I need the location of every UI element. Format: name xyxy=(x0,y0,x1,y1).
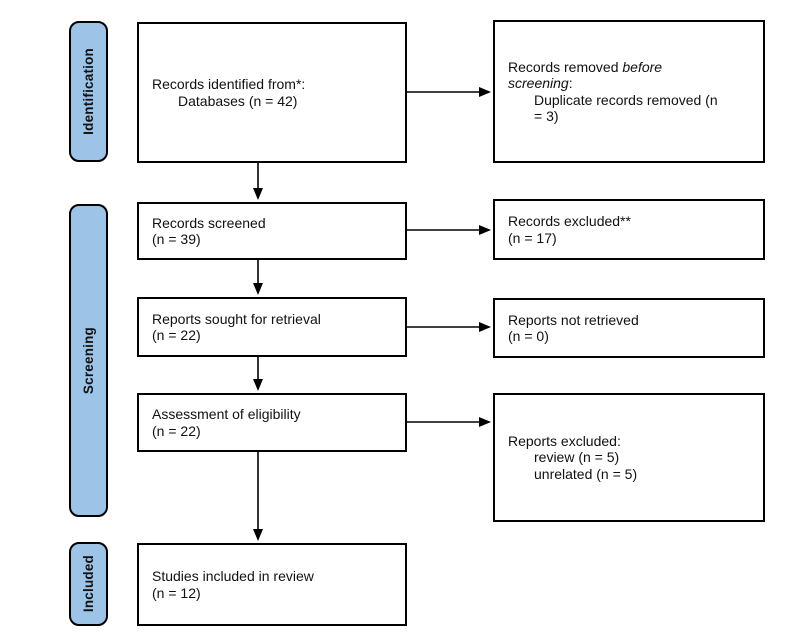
records-identified-line1: Records identified from*: xyxy=(152,76,306,92)
stage-identification-label: Identification xyxy=(81,48,96,135)
box-assessment-eligibility: Assessment of eligibility (n = 22) xyxy=(137,393,407,452)
records-removed-line4: = 3) xyxy=(534,108,559,124)
records-screened-line2: (n = 39) xyxy=(152,231,201,247)
reports-sought-line1: Reports sought for retrieval xyxy=(152,310,321,327)
box-records-excluded: Records excluded** (n = 17) xyxy=(493,199,765,260)
records-screened-line1: Records screened xyxy=(152,214,266,231)
box-reports-sought: Reports sought for retrieval (n = 22) xyxy=(137,297,407,357)
box-studies-included: Studies included in review (n = 12) xyxy=(137,543,407,626)
records-removed-line2: screening: xyxy=(508,75,755,92)
records-removed-line2-italic: screening xyxy=(508,75,569,91)
box-records-identified: Records identified from*: Databases (n =… xyxy=(137,22,407,163)
records-removed-line3: Duplicate records removed (n xyxy=(534,91,718,108)
stage-screening: Screening xyxy=(69,204,108,517)
records-removed-line1-italic: before xyxy=(622,58,663,75)
records-excluded-line1: Records excluded** xyxy=(508,213,631,229)
records-removed-line1-text: Records removed xyxy=(508,58,623,75)
box-records-screened: Records screened (n = 39) xyxy=(137,202,407,260)
stage-included: Included xyxy=(69,542,108,626)
records-identified-line2: Databases (n = 42) xyxy=(178,92,298,109)
box-reports-excluded: Reports excluded: review (n = 5) unrelat… xyxy=(493,393,765,522)
reports-excluded-line1: Reports excluded: xyxy=(508,432,621,449)
studies-included-line2: (n = 12) xyxy=(152,584,201,601)
reports-not-retrieved-line1: Reports not retrieved xyxy=(508,311,639,328)
reports-excluded-line3: unrelated (n = 5) xyxy=(534,465,638,482)
reports-excluded-line2: review (n = 5) xyxy=(534,449,620,466)
stage-included-label: Included xyxy=(81,555,96,613)
box-records-removed: Records removed before screening: Duplic… xyxy=(493,20,765,163)
assessment-eligibility-line2: (n = 22) xyxy=(152,422,201,439)
reports-not-retrieved-line2: (n = 0) xyxy=(508,328,549,344)
studies-included-line1: Studies included in review xyxy=(152,568,314,584)
records-excluded-line2: (n = 17) xyxy=(508,229,557,246)
records-removed-line2-text: : xyxy=(568,75,573,91)
stage-screening-label: Screening xyxy=(81,326,96,395)
records-removed-line1: Records removed before xyxy=(508,59,755,76)
reports-sought-line2: (n = 22) xyxy=(152,327,201,343)
box-reports-not-retrieved: Reports not retrieved (n = 0) xyxy=(493,298,765,358)
stage-identification: Identification xyxy=(69,21,108,162)
assessment-eligibility-line1: Assessment of eligibility xyxy=(152,406,301,422)
